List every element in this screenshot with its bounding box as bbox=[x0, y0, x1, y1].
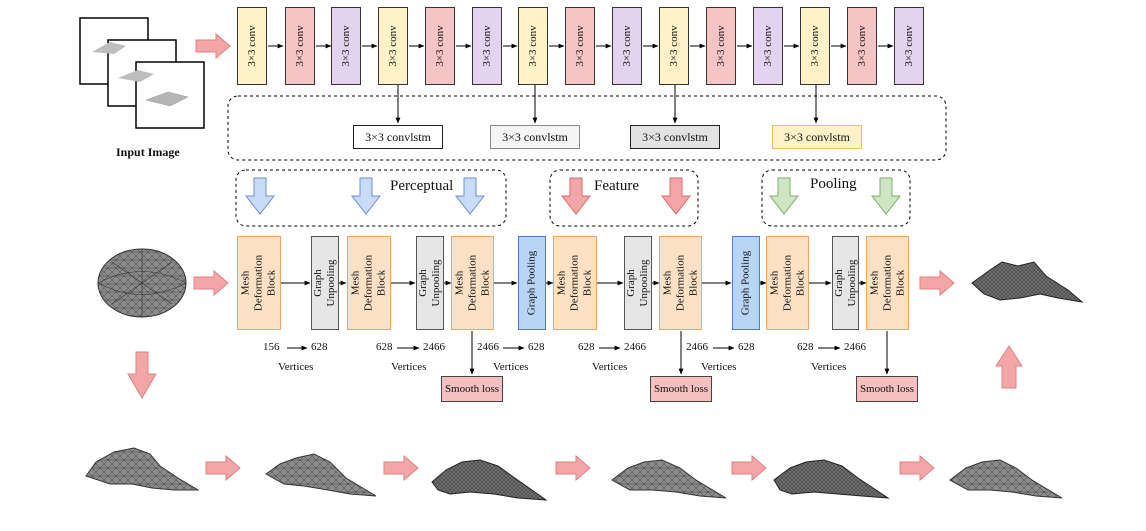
vertex-count-to: 628 bbox=[311, 341, 328, 353]
conv-block: 3×3 conv bbox=[237, 7, 267, 85]
convlstm-group bbox=[227, 95, 947, 161]
graph-pooling-block: Graph Pooling bbox=[732, 236, 760, 330]
bottom-mesh-5 bbox=[773, 459, 890, 499]
conv-block: 3×3 conv bbox=[800, 7, 830, 85]
vertices-label: Vertices bbox=[811, 361, 847, 373]
mesh-input-arrow bbox=[193, 269, 229, 297]
down-arrow bbox=[127, 351, 157, 399]
conv-block: 3×3 conv bbox=[285, 7, 315, 85]
bottom-mesh-3 bbox=[431, 459, 548, 501]
convlstm-block: 3×3 convlstm bbox=[630, 125, 720, 149]
vertex-count-to: 2466 bbox=[844, 341, 866, 353]
conv-block: 3×3 conv bbox=[659, 7, 689, 85]
vertex-count-from: 2466 bbox=[477, 341, 499, 353]
up-arrow bbox=[995, 345, 1023, 389]
perceptual-group bbox=[235, 169, 507, 227]
smooth-loss-box: Smooth loss bbox=[650, 376, 712, 402]
conv-block: 3×3 conv bbox=[518, 7, 548, 85]
vertex-count-to: 2466 bbox=[624, 341, 646, 353]
bottom-mesh-2 bbox=[265, 453, 377, 497]
vertex-count-to: 628 bbox=[738, 341, 755, 353]
output-mesh bbox=[971, 261, 1084, 303]
vertex-count-to: 2466 bbox=[423, 341, 445, 353]
vertices-label: Vertices bbox=[493, 361, 529, 373]
vertex-count-from: 2466 bbox=[686, 341, 708, 353]
vertices-label: Vertices bbox=[592, 361, 628, 373]
pooling-group bbox=[761, 169, 911, 227]
conv-block: 3×3 conv bbox=[894, 7, 924, 85]
vertex-count-from: 628 bbox=[797, 341, 814, 353]
vertex-count-to: 628 bbox=[528, 341, 545, 353]
smooth-loss-box: Smooth loss bbox=[441, 376, 503, 402]
conv-block: 3×3 conv bbox=[425, 7, 455, 85]
vertex-count-from: 156 bbox=[263, 341, 280, 353]
feature-arrows bbox=[560, 177, 692, 215]
pooling-arrows bbox=[768, 177, 902, 215]
conv-block: 3×3 conv bbox=[612, 7, 642, 85]
convlstm-block: 3×3 convlstm bbox=[772, 125, 862, 149]
smooth-loss-box: Smooth loss bbox=[856, 376, 918, 402]
perceptual-label: Perceptual bbox=[390, 178, 454, 194]
feature-group bbox=[549, 169, 699, 227]
conv-block: 3×3 conv bbox=[706, 7, 736, 85]
block-connectors bbox=[281, 280, 890, 375]
conv-block: 3×3 conv bbox=[378, 7, 408, 85]
vertices-label: Vertices bbox=[391, 361, 427, 373]
conv-block: 3×3 conv bbox=[753, 7, 783, 85]
input-image-label: Input Image bbox=[116, 145, 180, 159]
vertices-label: Vertices bbox=[278, 361, 314, 373]
conv-block: 3×3 conv bbox=[565, 7, 595, 85]
input-image-stack bbox=[79, 17, 205, 129]
output-arrow bbox=[919, 269, 955, 297]
conv-block: 3×3 conv bbox=[847, 7, 877, 85]
vertices-label: Vertices bbox=[701, 361, 737, 373]
bottom-arrows bbox=[205, 454, 935, 482]
bottom-mesh-4 bbox=[611, 459, 727, 499]
conv-block: 3×3 conv bbox=[331, 7, 361, 85]
pooling-label: Pooling bbox=[810, 176, 857, 192]
input-arrow bbox=[195, 32, 231, 60]
perceptual-arrows bbox=[244, 177, 486, 215]
conv-connectors bbox=[268, 43, 894, 124]
bottom-mesh-1 bbox=[85, 447, 200, 491]
conv-block: 3×3 conv bbox=[472, 7, 502, 85]
graph-pooling-block: Graph Pooling bbox=[518, 236, 546, 330]
convlstm-block: 3×3 convlstm bbox=[353, 125, 443, 149]
vertex-count-from: 628 bbox=[578, 341, 595, 353]
feature-label: Feature bbox=[594, 178, 639, 194]
convlstm-block: 3×3 convlstm bbox=[490, 125, 580, 149]
vertex-count-from: 628 bbox=[376, 341, 393, 353]
bottom-mesh-6 bbox=[949, 459, 1063, 499]
